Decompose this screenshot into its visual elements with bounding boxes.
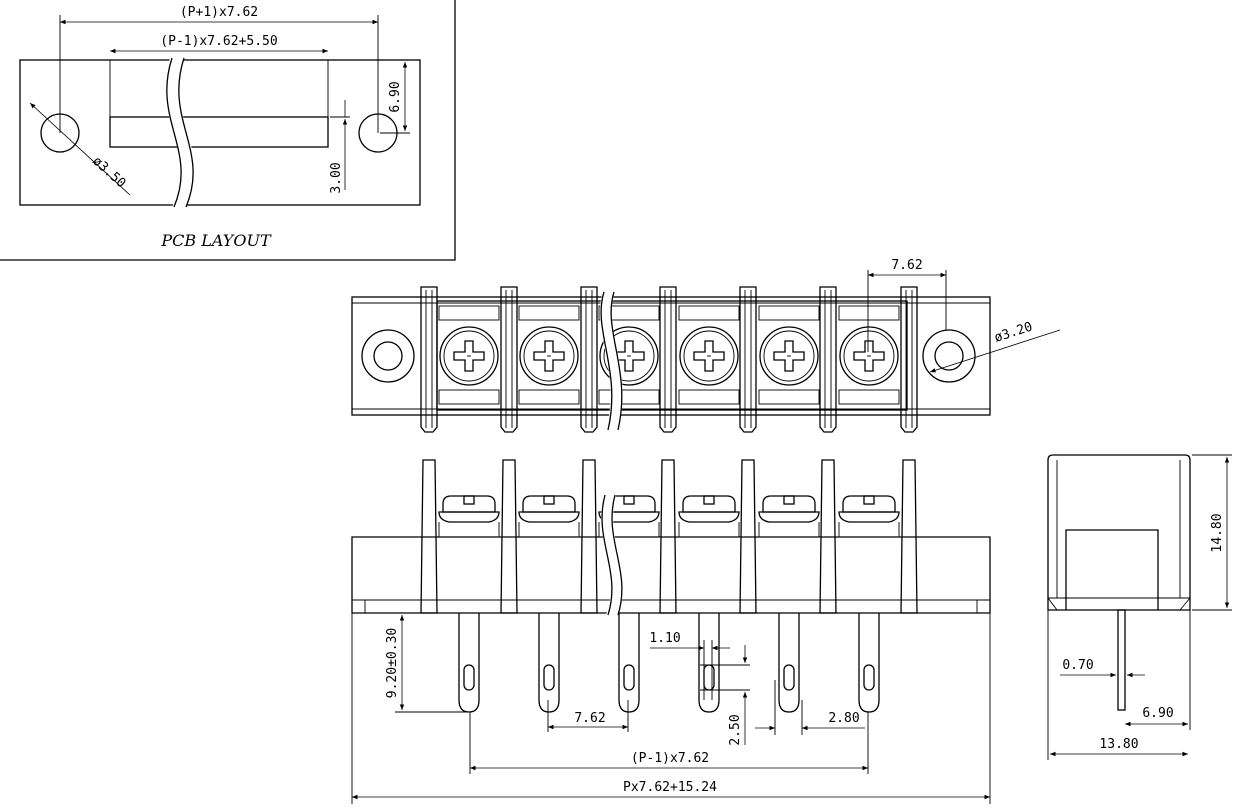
pcb-layout-frame [0,0,456,261]
dim-hole-dia: ø3.50 [89,154,128,191]
top-screw-head [839,326,899,386]
dim-mount-dia: ø3.20 [993,319,1035,345]
front-washer [518,511,580,523]
mount-hole-right [922,329,976,383]
pin-slot [543,664,555,691]
front-washer [678,511,740,523]
dim-span-pins: (P-1)x7.62 [631,751,709,766]
mount-hole-left [361,329,415,383]
screw-cross-icon [773,340,805,372]
front-barrier [500,459,518,614]
front-pin [698,613,720,713]
top-screw-head [599,326,659,386]
screw-cross-icon [693,340,725,372]
pcb-outline [19,59,421,206]
side-body [1047,454,1191,611]
pcb-slot [109,116,329,148]
front-screw-head [442,495,496,513]
pin-slot [463,664,475,691]
top-barrier [580,286,598,433]
dim-hole-offset: 6.90 [388,81,403,112]
dim-pin-thk: 2.80 [828,711,859,726]
dim-top-pitch: 7.62 [891,258,922,273]
top-barrier [900,286,918,433]
top-screw-head [439,326,499,386]
front-pin [458,613,480,713]
front-body [351,536,991,614]
front-barrier [580,459,598,614]
front-barrier [659,459,677,614]
dim-slot-height: 3.00 [329,162,344,193]
dim-side-depth: 13.80 [1099,737,1138,752]
side-pin [1117,609,1126,711]
front-pin [538,613,560,713]
top-view: 7.62 ø3.20 [351,258,1061,433]
pin-slot [703,664,715,691]
dim-pin-pitch: 7.62 [574,711,605,726]
front-pin [858,613,880,713]
dim-pin-width: 1.10 [649,631,680,646]
front-barrier [739,459,757,614]
pin-slot [783,664,795,691]
front-screw-head [842,495,896,513]
front-barrier [819,459,837,614]
dim-side-pin-offset: 6.90 [1142,706,1173,721]
dim-slot: (P-1)x7.62+5.50 [160,34,277,49]
front-pin [778,613,800,713]
top-screw-head [519,326,579,386]
front-screw-head [682,495,736,513]
top-barrier [659,286,677,433]
top-barrier [739,286,757,433]
dim-side-pin-thk: 0.70 [1062,658,1093,673]
front-view: 9.20±0.30 7.62 1.10 2.50 2.80 (P-1)x7.62 [351,459,991,804]
front-washer [838,511,900,523]
dim-pitch-total: (P+1)x7.62 [180,5,258,20]
screw-cross-icon [853,340,885,372]
pin-slot [623,664,635,691]
top-screw-head [759,326,819,386]
front-washer [438,511,500,523]
pin-slot [863,664,875,691]
pcb-layout-panel: (P+1)x7.62 (P-1)x7.62+5.50 6.90 3.00 ø3.… [0,0,456,261]
dim-slot-len: 2.50 [728,714,743,745]
top-barrier [420,286,438,433]
pcb-layout-title: PCB LAYOUT [160,231,272,250]
front-barrier [900,459,918,614]
front-washer [598,511,660,523]
dim-side-height: 14.80 [1210,513,1225,552]
dim-pin-length: 9.20±0.30 [385,628,400,698]
top-barrier [500,286,518,433]
screw-cross-icon [453,340,485,372]
front-screw-head [522,495,576,513]
dim-overall: Px7.62+15.24 [623,780,717,795]
top-screw-head [679,326,739,386]
side-view: 14.80 0.70 6.90 13.80 [1047,454,1232,760]
screw-cross-icon [533,340,565,372]
front-washer [758,511,820,523]
front-pin [618,613,640,713]
top-barrier [819,286,837,433]
front-screw-head [762,495,816,513]
